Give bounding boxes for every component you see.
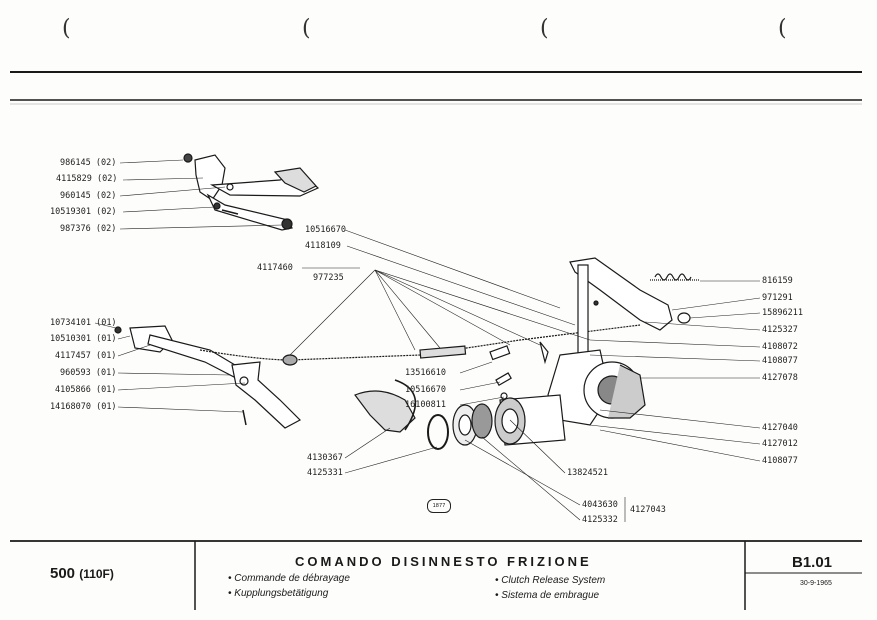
part-label: 4125327 (762, 325, 798, 335)
part-label: 4043630 (582, 500, 618, 510)
part-label: 13824521 (567, 468, 608, 478)
subtitle-es: • Sistema de embrague (495, 590, 600, 601)
part-label: 10519301 (02) (50, 207, 117, 217)
release-bearing-parts (354, 341, 566, 450)
part-label: 986145 (02) (60, 158, 117, 168)
part-label: 4118109 (305, 241, 341, 251)
part-label: 4125332 (582, 515, 618, 525)
part-label: 15896211 (762, 308, 803, 318)
part-label: 10734101 (01) (50, 318, 117, 328)
release-lever-assembly (547, 257, 700, 426)
part-label: 10516670 (405, 385, 446, 395)
part-label: 4115829 (02) (56, 174, 118, 184)
part-label: 4125331 (307, 468, 343, 478)
model-number: 500 (110F) (50, 565, 114, 582)
leaders-lower-left (94, 322, 246, 413)
part-label: 960593 (01) (60, 368, 117, 378)
binder-hole-icon: ( (62, 16, 71, 41)
page-title: COMANDO DISINNESTO FRIZIONE (295, 554, 592, 569)
subtitle-fr: • Commande de débrayage (228, 573, 350, 584)
part-label: 13516610 (405, 368, 446, 378)
leaders-upper-left (119, 159, 283, 230)
part-label: 16100811 (405, 400, 446, 410)
part-label: 4127043 (630, 505, 666, 515)
part-label: 960145 (02) (60, 191, 117, 201)
part-label: 4108072 (762, 342, 798, 352)
part-label: 4127012 (762, 439, 798, 449)
part-label: 4105866 (01) (55, 385, 117, 395)
part-label: 4117457 (01) (55, 351, 117, 361)
leaders-right (589, 280, 761, 462)
binder-hole-icon: ( (540, 16, 549, 41)
part-label: 4127078 (762, 373, 798, 383)
part-label: 4117460 (257, 263, 293, 273)
part-label: 977235 (313, 273, 344, 283)
part-label: 4130367 (307, 453, 343, 463)
subtitle-en: • Clutch Release System (495, 575, 606, 586)
subtitle-de: • Kupplungsbetätigung (228, 588, 329, 599)
binder-hole-icon: ( (302, 16, 311, 41)
header-rules (10, 71, 862, 105)
section-code: B1.01 (792, 554, 833, 571)
part-label: 971291 (762, 293, 793, 303)
part-label: 10510301 (01) (50, 334, 117, 344)
part-label: 816159 (762, 276, 793, 286)
part-label: 987376 (02) (60, 224, 117, 234)
part-label: 4108077 (762, 456, 798, 466)
drawing-stamp: 1877 (427, 499, 451, 513)
part-label: 4108077 (762, 356, 798, 366)
binder-hole-icon: ( (778, 16, 787, 41)
upper-pedal-assembly (183, 153, 320, 231)
part-label: 14168070 (01) (50, 402, 117, 412)
revision-date: 30-9-1965 (800, 580, 832, 587)
part-label: 10516670 (305, 225, 346, 235)
footer-frame (10, 540, 862, 610)
part-label: 4127040 (762, 423, 798, 433)
leaders-center (289, 229, 626, 522)
